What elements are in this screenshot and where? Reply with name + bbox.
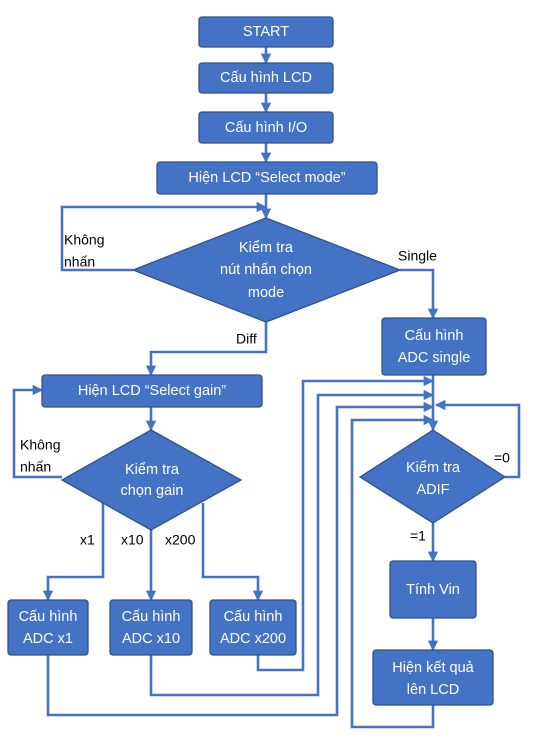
- start-terminal: START: [198, 16, 334, 48]
- label-x200: x200: [165, 532, 196, 548]
- arrow-x200-to-adif: [256, 375, 435, 672]
- config-adc-x10-line-1: Cấu hình: [122, 609, 181, 625]
- compute-vin-step: Tính Vin: [389, 560, 477, 619]
- label-single: Single: [398, 248, 437, 264]
- check-mode-line-3: mode: [248, 285, 284, 301]
- config-adc-x1-step: Cấu hình ADC x1: [7, 599, 89, 656]
- label-not-pressed-gain-2: nhấn: [20, 459, 51, 475]
- loop-result-to-adif: [350, 414, 435, 729]
- start-label: START: [243, 24, 289, 40]
- check-adif-decision: Kiểm tra ADIF: [358, 429, 507, 524]
- check-mode-line-1: Kiểm tra: [239, 240, 294, 256]
- config-adc-single-box: [381, 317, 487, 376]
- check-gain-line-1: Kiểm tra: [125, 462, 180, 478]
- show-result-box: [372, 649, 494, 706]
- label-x10: x10: [121, 532, 144, 548]
- compute-vin-label: Tính Vin: [406, 582, 460, 598]
- lcd-select-mode-box: [156, 161, 378, 195]
- arrow-single-branch: [400, 268, 439, 320]
- label-adif-one: =1: [410, 528, 426, 544]
- loop-adif-zero: [434, 399, 521, 479]
- config-adc-x200-line-2: ADC x200: [220, 631, 286, 647]
- lcd-select-mode-step: Hiện LCD “Select mode”: [156, 161, 378, 195]
- config-adc-x200-step: Cấu hình ADC x200: [209, 599, 297, 656]
- config-io-step: Cấu hình I/O: [198, 111, 334, 144]
- config-adc-single-line-2: ADC single: [398, 350, 471, 366]
- lcd-select-gain-box: [41, 374, 263, 408]
- loop-not-pressed-mode: [60, 201, 268, 272]
- config-adc-single-step: Cấu hình ADC single: [381, 317, 487, 376]
- config-adc-x200-line-1: Cấu hình: [224, 609, 283, 625]
- check-mode-decision: Kiểm tra nút nhấn chọn mode: [131, 217, 402, 323]
- arrow-diff-branch: [145, 322, 268, 377]
- show-result-line-1: Hiện kết quả: [392, 660, 474, 676]
- lcd-select-gain-step: Hiện LCD “Select gain”: [41, 374, 263, 408]
- label-x1: x1: [80, 532, 95, 548]
- check-adif-diamond: [358, 429, 507, 524]
- arrow-x1-to-adif: [46, 401, 435, 717]
- label-not-pressed-gain-1: Không: [20, 437, 60, 453]
- config-io-box: [198, 111, 334, 144]
- check-adif-line-1: Kiểm tra: [406, 460, 461, 476]
- start-box: [198, 16, 334, 48]
- label-adif-zero: =0: [494, 450, 510, 466]
- check-adif-line-2: ADIF: [416, 482, 449, 498]
- config-adc-x200-box: [209, 599, 297, 656]
- lcd-select-mode-label: Hiện LCD “Select mode”: [188, 170, 345, 186]
- check-gain-decision: Kiểm tra chọn gain: [60, 429, 243, 531]
- show-result-step: Hiện kết quả lên LCD: [372, 649, 494, 706]
- config-lcd-step: Cấu hình LCD: [198, 62, 334, 94]
- config-adc-x10-step: Cấu hình ADC x10: [109, 599, 193, 656]
- label-diff: Diff: [236, 331, 257, 347]
- lcd-select-gain-label: Hiện LCD “Select gain”: [78, 383, 226, 399]
- label-not-pressed-mode-1: Không: [64, 232, 104, 248]
- config-adc-x1-box: [7, 599, 89, 656]
- check-gain-line-2: chọn gain: [121, 483, 184, 499]
- arrow-x1-branch: [42, 503, 105, 602]
- config-adc-x1-line-1: Cấu hình: [19, 609, 78, 625]
- label-not-pressed-mode-2: nhấn: [64, 254, 95, 270]
- show-result-line-2: lên LCD: [407, 682, 459, 698]
- config-lcd-label: Cấu hình LCD: [220, 70, 312, 86]
- config-io-label: Cấu hình I/O: [225, 120, 307, 136]
- config-lcd-box: [198, 62, 334, 94]
- loop-not-pressed-gain: [12, 384, 62, 479]
- arrow-x200-branch: [201, 503, 264, 602]
- arrow-x10-to-adif: [149, 389, 435, 697]
- config-adc-x1-line-2: ADC x1: [23, 631, 73, 647]
- check-mode-line-2: nút nhấn chọn: [220, 262, 312, 278]
- compute-vin-box: [389, 560, 477, 619]
- config-adc-x10-line-2: ADC x10: [122, 631, 180, 647]
- check-mode-diamond: [131, 217, 402, 323]
- edge-labels: Không nhấn Single Diff Không nhấn x1 x10…: [20, 232, 510, 548]
- config-adc-x10-box: [109, 599, 193, 656]
- check-gain-diamond: [60, 429, 243, 531]
- config-adc-single-line-1: Cấu hình: [405, 328, 464, 344]
- connectors: [12, 47, 521, 729]
